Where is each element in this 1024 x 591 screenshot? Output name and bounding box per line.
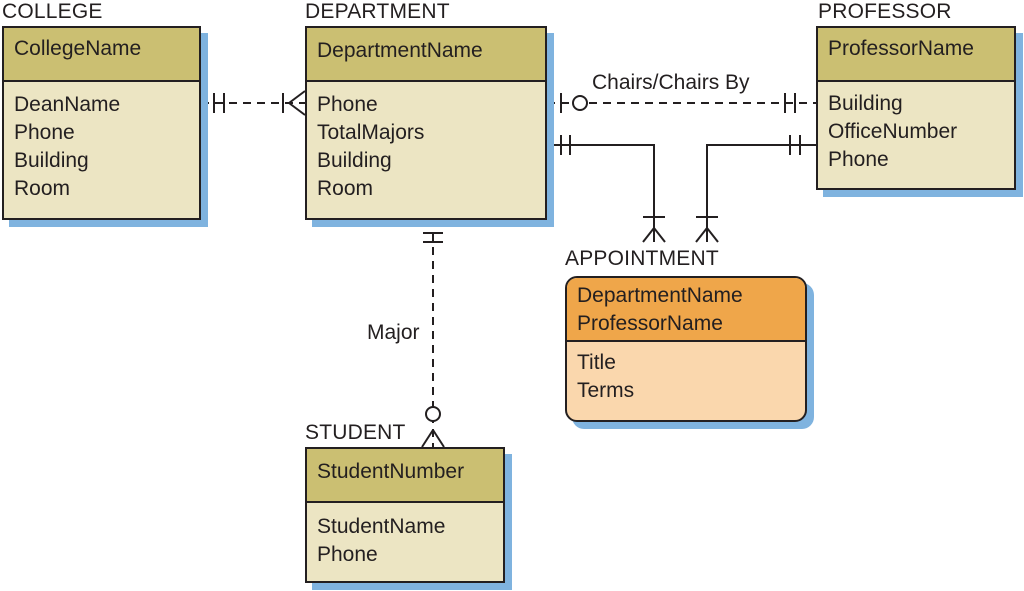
appointment-title: APPOINTMENT [565, 247, 719, 270]
department-entity: DepartmentName Phone TotalMajors Buildin… [305, 26, 547, 220]
student-attribute: Phone [317, 543, 378, 566]
college-entity: CollegeName DeanName Phone Building Room [2, 26, 201, 220]
department-attribute: Phone [317, 93, 378, 116]
college-title: COLLEGE [2, 0, 103, 23]
college-department-relationship [201, 90, 306, 116]
department-appointment-relationship [547, 135, 666, 243]
department-attribute: Room [317, 177, 374, 200]
college-attributes: DeanName Phone Building Room [4, 82, 199, 203]
college-attribute: Phone [14, 121, 75, 144]
appointment-attribute: Title [577, 351, 616, 374]
major-label: Major [365, 321, 422, 344]
professor-key: ProfessorName [818, 28, 1014, 82]
chairs-label: Chairs/Chairs By [590, 71, 752, 94]
professor-attribute: Phone [828, 148, 889, 171]
professor-appointment-relationship [695, 135, 816, 243]
appointment-key-attribute: DepartmentName [577, 284, 743, 307]
college-key-attribute: CollegeName [14, 37, 142, 60]
appointment-key-attribute: ProfessorName [577, 312, 723, 335]
college-key: CollegeName [4, 28, 199, 82]
college-attribute: Building [14, 149, 89, 172]
appointment-entity: DepartmentName ProfessorName Title Terms [565, 276, 807, 422]
department-key: DepartmentName [307, 28, 545, 82]
department-attribute: TotalMajors [317, 121, 425, 144]
student-attribute: StudentName [317, 515, 446, 538]
student-key-attribute: StudentNumber [317, 460, 465, 483]
major-relationship [421, 219, 445, 448]
student-key: StudentNumber [307, 449, 503, 503]
appointment-attributes: Title Terms [567, 342, 805, 405]
student-attributes: StudentName Phone [307, 503, 503, 569]
student-title: STUDENT [305, 421, 406, 444]
college-attribute: Room [14, 177, 71, 200]
appointment-attribute: Terms [577, 379, 635, 402]
department-attribute: Building [317, 149, 392, 172]
student-entity: StudentNumber StudentName Phone [305, 447, 505, 583]
professor-attribute: OfficeNumber [828, 120, 958, 143]
professor-title: PROFESSOR [818, 0, 952, 23]
department-attributes: Phone TotalMajors Building Room [307, 82, 545, 203]
professor-attribute: Building [828, 92, 903, 115]
department-title: DEPARTMENT [305, 0, 450, 23]
college-attribute: DeanName [14, 93, 121, 116]
professor-entity: ProfessorName Building OfficeNumber Phon… [816, 26, 1016, 190]
department-key-attribute: DepartmentName [317, 39, 483, 62]
appointment-key: DepartmentName ProfessorName [567, 278, 805, 342]
professor-attributes: Building OfficeNumber Phone [818, 82, 1014, 174]
chairs-relationship [547, 93, 816, 113]
professor-key-attribute: ProfessorName [828, 37, 974, 60]
